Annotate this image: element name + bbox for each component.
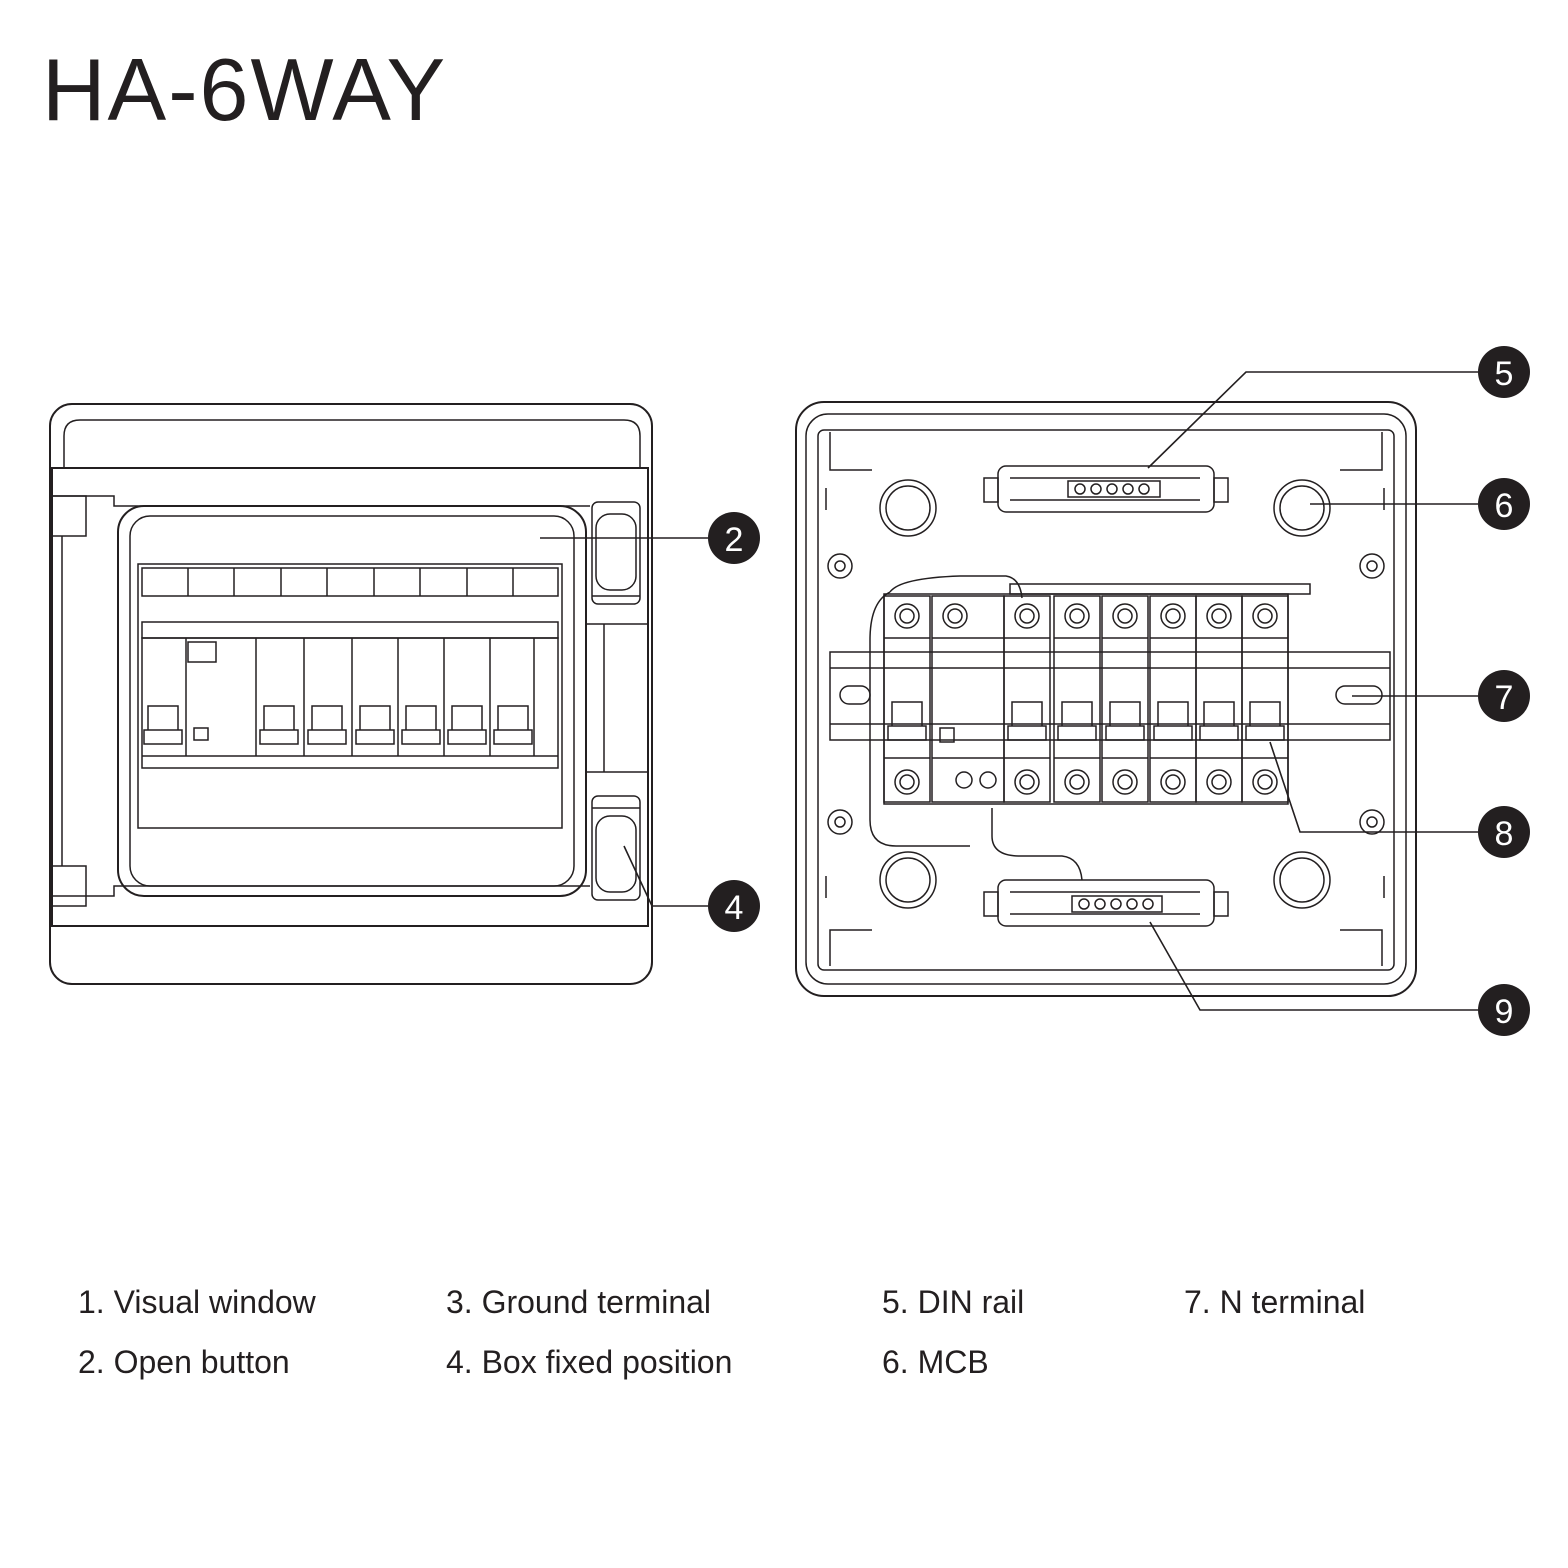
wiring xyxy=(869,575,1311,881)
breaker-lever xyxy=(259,705,299,745)
leader-lines xyxy=(540,371,1478,1011)
legend-item-visual-window: 1. Visual window xyxy=(78,1284,316,1320)
legend-item-n-terminal: 7. N terminal xyxy=(1184,1284,1366,1320)
mcb-module xyxy=(1003,595,1051,803)
legend-item-din-rail: 5. DIN rail xyxy=(882,1284,1025,1320)
mcb-module xyxy=(1149,595,1197,803)
breaker-lever xyxy=(355,705,395,745)
rcd-indicator xyxy=(187,641,217,663)
mcb-module xyxy=(1241,595,1289,803)
callout-4: 4 xyxy=(708,880,760,932)
svg-text:8: 8 xyxy=(1495,815,1514,853)
mcb-module xyxy=(1053,595,1101,803)
callout-7: 7 xyxy=(1478,670,1530,722)
svg-text:9: 9 xyxy=(1495,993,1514,1031)
rcd-test-button xyxy=(939,727,955,743)
breaker-lever xyxy=(307,705,347,745)
rcd-test-button xyxy=(193,727,209,741)
legend-item-ground-terminal: 3. Ground terminal xyxy=(446,1284,712,1320)
breaker-lever xyxy=(447,705,487,745)
breaker-lever xyxy=(143,705,183,745)
mcb-module-row xyxy=(883,593,1289,805)
mcb-module xyxy=(883,595,931,803)
breaker-lever xyxy=(401,705,441,745)
box-fixed-position xyxy=(591,795,641,901)
page-title: HA-6WAY xyxy=(42,40,448,139)
callout-2: 2 xyxy=(708,512,760,564)
n-terminal-bar xyxy=(983,879,1229,927)
mcb-module xyxy=(931,595,1005,803)
svg-text:2: 2 xyxy=(725,521,744,559)
callout-8: 8 xyxy=(1478,806,1530,858)
svg-text:4: 4 xyxy=(725,889,744,927)
callout-9: 9 xyxy=(1478,984,1530,1036)
visual-window xyxy=(117,505,587,897)
breaker-lever xyxy=(493,705,533,745)
fixing-screws xyxy=(827,553,1385,835)
open-button xyxy=(591,501,641,605)
mcb-module xyxy=(1101,595,1149,803)
svg-text:6: 6 xyxy=(1495,487,1514,525)
svg-text:7: 7 xyxy=(1495,679,1514,717)
legend-item-box-fixed-position: 4. Box fixed position xyxy=(446,1344,733,1380)
legend-item-open-button: 2. Open button xyxy=(78,1344,290,1380)
legend-item-mcb: 6. MCB xyxy=(882,1344,989,1380)
front-view-enclosure xyxy=(49,403,653,985)
callout-5: 5 xyxy=(1478,346,1530,398)
front-breaker-row xyxy=(141,567,559,769)
interior-enclosure xyxy=(795,401,1417,997)
mounting-holes xyxy=(879,479,1331,909)
din-rail xyxy=(829,651,1391,741)
callout-6: 6 xyxy=(1478,478,1530,530)
ground-terminal-bar xyxy=(983,465,1229,513)
mcb-module xyxy=(1195,595,1243,803)
svg-text:5: 5 xyxy=(1495,355,1514,393)
